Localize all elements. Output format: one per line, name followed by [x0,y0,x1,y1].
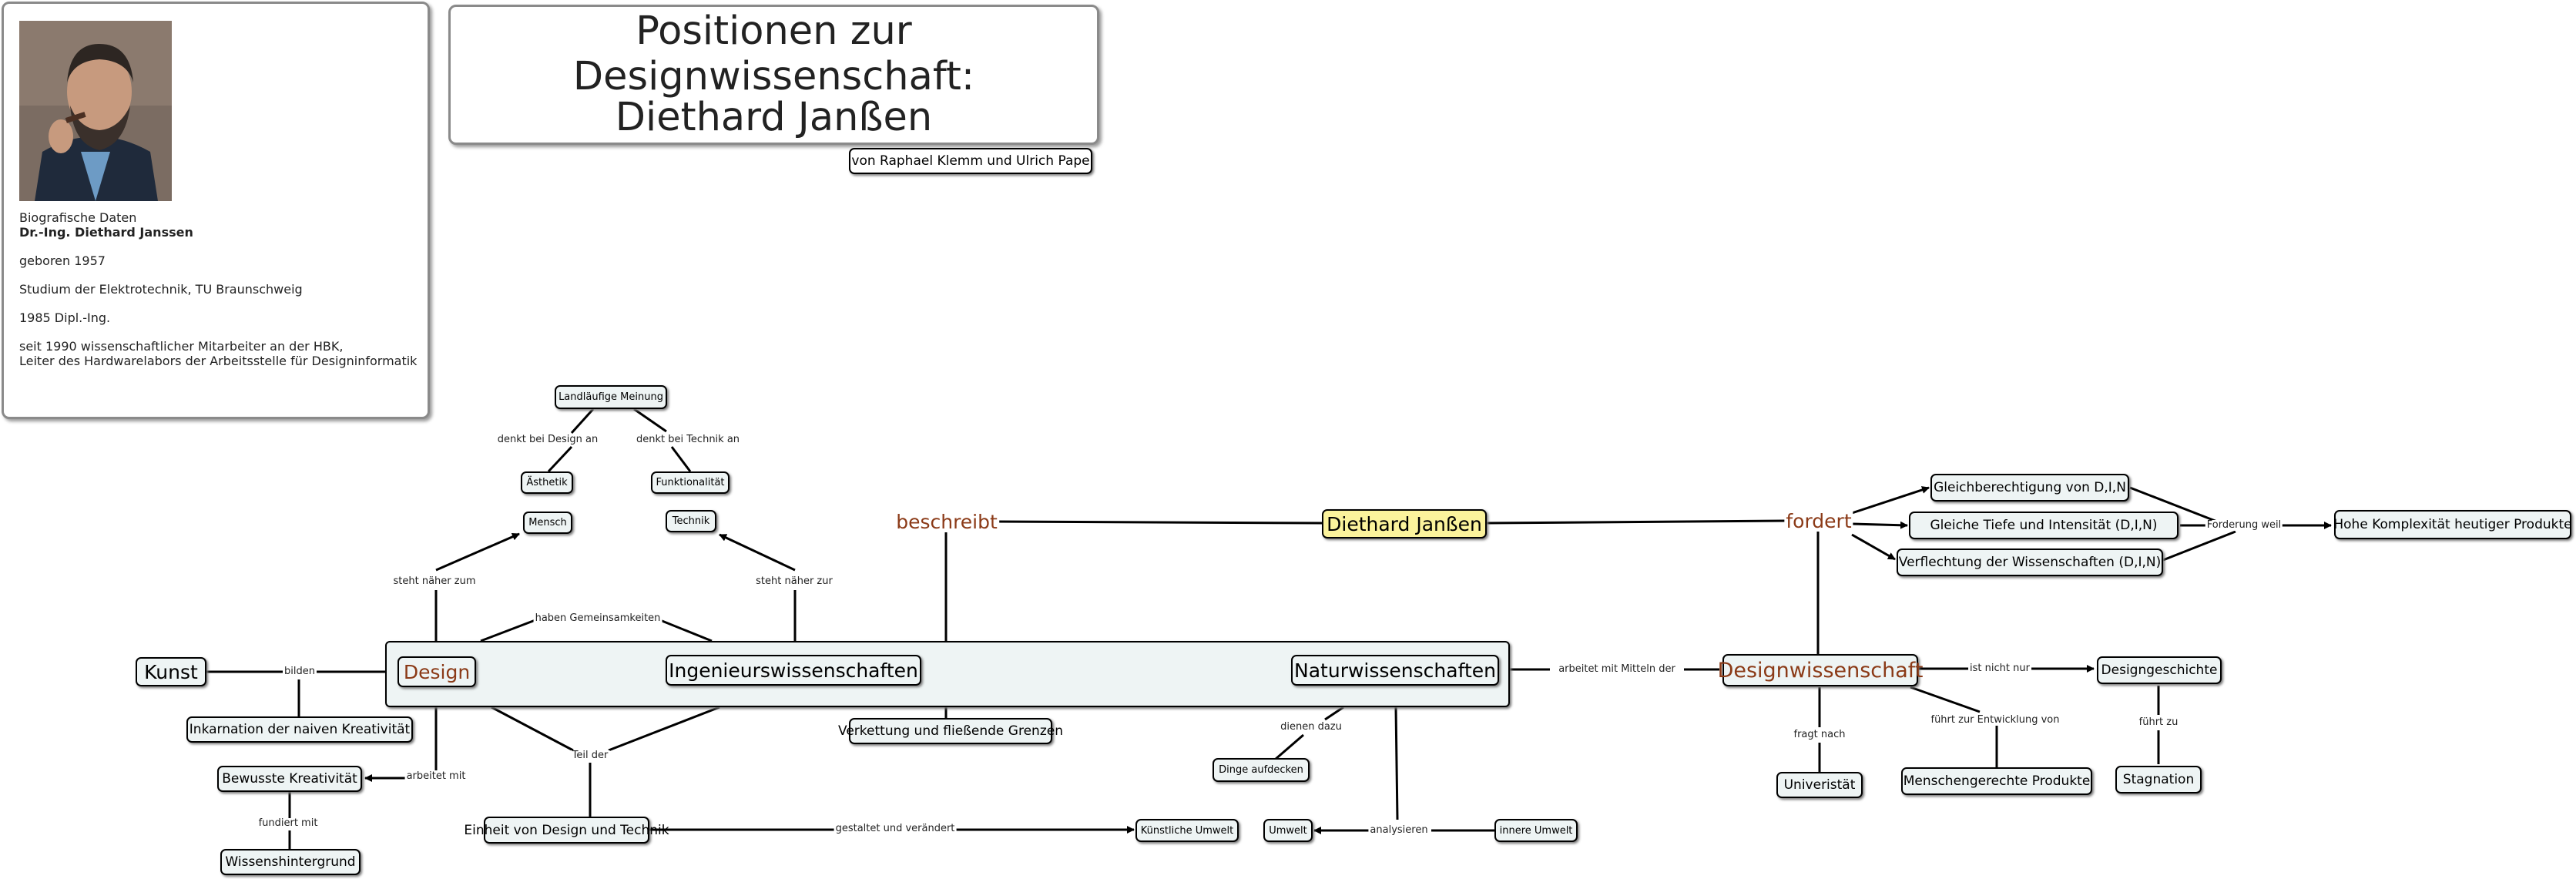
edge [547,445,573,473]
node-verflechtung[interactable]: Verflechtung der Wissenschaften (D,I,N) [1897,549,2163,576]
node-kunst[interactable]: Kunst [136,657,206,686]
authors-box[interactable]: von Raphael Klemm und Ulrich Pape [849,148,1092,174]
edge [633,408,667,433]
link-beschreibt: beschreibt [894,511,999,533]
edge [570,408,595,434]
bio-panel: Biografische Daten Dr.-Ing. Diethard Jan… [2,2,430,419]
node-dinge-aufdecken[interactable]: Dinge aufdecken [1213,758,1310,782]
edge [670,446,692,472]
title-panel: Positionen zur Designwissenschaft: Dieth… [448,5,1099,145]
link-analysieren: analysieren [1368,824,1430,836]
link-bilden: bilden [283,666,317,677]
link-dienen-dazu: dienen dazu [1279,721,1343,733]
node-funktionalitaet[interactable]: Funktionalität [651,471,730,494]
link-ist-nicht-nur: ist nicht nur [1968,663,2031,674]
node-wissenshintergrund[interactable]: Wissenshintergrund [220,849,361,875]
node-bewusste-kreativitaet[interactable]: Bewusste Kreativität [217,766,362,792]
edge [435,532,520,572]
link-haben-gemeinsamkeiten: haben Gemeinsamkeiten [533,612,662,624]
node-design[interactable]: Design [397,656,476,687]
link-fuehrt-zu: führt zu [2137,716,2180,728]
node-verkettung[interactable]: Verkettung und fließende Grenzen [838,718,1063,744]
title-line1: Positionen zur Designwissenschaft: [572,8,975,99]
bio-study: Studium der Elektrotechnik, TU Braunschw… [19,282,303,297]
link-denkt-technik: denkt bei Technik an [634,434,742,445]
bio-degree: 1985 Dipl.-Ing. [19,310,111,325]
edge [656,617,713,642]
node-hohe-komplexitaet[interactable]: Hohe Komplexität heutiger Produkte [2333,510,2572,539]
edge [1851,521,1908,529]
node-kuenstliche-umwelt[interactable]: Künstliche Umwelt [1135,819,1239,842]
link-arbeitet-mit: arbeitet mit [404,770,468,782]
node-designwissenschaft[interactable]: Designwissenschaft [1718,654,1923,686]
node-inkarnation[interactable]: Inkarnation der naiven Kreativität [186,716,413,743]
bio-name: Dr.-Ing. Diethard Janssen [19,225,193,240]
edge [608,706,720,752]
node-mensch[interactable]: Mensch [523,512,572,534]
link-denkt-design: denkt bei Design an [495,434,600,445]
bio-heading: Biografische Daten [19,210,137,225]
link-fragt-nach: fragt nach [1792,729,1847,740]
bio-born: geboren 1957 [19,253,106,268]
link-teil-der: Teil der [570,750,610,761]
link-steht-naeher-zur: steht näher zur [754,575,834,587]
node-menschengerechte-produkte[interactable]: Menschengerechte Produkte [1901,767,2092,795]
edge [993,520,1323,525]
node-umwelt[interactable]: Umwelt [1263,819,1313,842]
link-forderung-weil: Forderung weil [2205,519,2283,531]
node-innere-umwelt[interactable]: innere Umwelt [1494,819,1578,842]
node-technik[interactable]: Technik [666,510,716,532]
node-gleichberechtigung[interactable]: Gleichberechtigung von D,I,N [1930,474,2129,502]
node-landlaeufige-meinung[interactable]: Landläufige Meinung [555,385,667,409]
edge [2162,530,2236,562]
node-gleiche-tiefe[interactable]: Gleiche Tiefe und Intensität (D,I,N) [1909,512,2179,539]
edge [1910,686,1981,713]
edge [1486,519,1788,525]
edge [719,533,796,572]
bio-text: Biografische Daten Dr.-Ing. Diethard Jan… [19,210,417,382]
link-gestaltet: gestaltet und verändert [834,823,957,834]
bio-job-line2: Leiter des Hardwarelabors der Arbeitsste… [19,354,418,368]
link-steht-naeher-zum: steht näher zum [391,575,478,587]
portrait-photo [19,21,172,201]
edge [1274,733,1304,761]
edge [1851,486,1930,515]
edge [480,617,540,642]
edge [2129,486,2218,523]
node-diethard-janssen[interactable]: Diethard Janßen [1322,509,1487,538]
edge [1851,533,1896,561]
node-einheit[interactable]: Einheit von Design und Technik [464,817,669,844]
link-fordert: fordert [1784,510,1853,532]
node-naturwissenschaften[interactable]: Naturwissenschaften [1291,655,1499,686]
edge [1394,706,1399,820]
node-stagnation[interactable]: Stagnation [2115,766,2202,793]
title-line2: Diethard Janßen [615,95,933,140]
link-fuehrt-entwicklung: führt zur Entwicklung von [1929,714,2061,726]
link-fundiert-mit: fundiert mit [257,817,320,829]
edge [491,706,574,752]
node-designgeschichte[interactable]: Designgeschichte [2097,656,2222,684]
node-univeristaet[interactable]: Univeristät [1776,772,1863,798]
node-ingenieurswissenschaften[interactable]: Ingenieurswissenschaften [666,655,921,686]
link-arbeitet-mitteln: arbeitet mit Mitteln der [1557,663,1677,675]
edge [1324,706,1344,721]
bio-job-line1: seit 1990 wissenschaftlicher Mitarbeiter… [19,339,344,354]
node-aesthetik[interactable]: Ästhetik [521,471,573,494]
